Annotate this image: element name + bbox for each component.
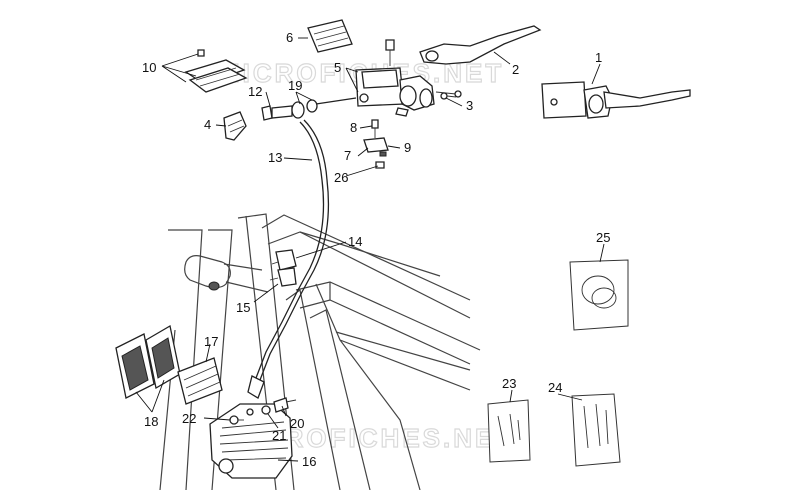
part-label-8: 8 [350,120,357,135]
part-label-17: 17 [204,334,218,349]
part-label-25: 25 [596,230,610,245]
brake-lever [419,25,542,65]
brake-hose [247,119,330,399]
part-label-26: 26 [334,170,348,185]
part-label-7: 7 [344,148,351,163]
master-cylinder-assembly [541,81,691,119]
hose-clip [269,249,297,287]
part-label-19: 19 [288,78,302,93]
brake-light-switch [223,111,247,141]
reservoir-cover [307,19,353,53]
part-label-10: 10 [142,60,156,75]
part-label-15: 15 [236,300,250,315]
kit-bag-23 [487,399,531,463]
diaphragm-gasket [184,49,248,93]
banjo-bolt [261,97,357,121]
part-label-24: 24 [548,380,562,395]
small-switch-parts [363,119,389,169]
part-label-22: 22 [182,411,196,426]
part-label-23: 23 [502,376,516,391]
part-label-9: 9 [404,140,411,155]
part-numbers: 1 2 3 4 5 6 7 8 9 10 12 13 14 15 16 17 1… [142,30,610,469]
part-label-4: 4 [204,117,211,132]
part-label-21: 21 [272,428,286,443]
frame [159,213,481,490]
master-cylinder [355,39,462,111]
part-label-5: 5 [334,60,341,75]
bleed-screws [229,397,297,425]
part-label-18: 18 [144,414,158,429]
part-label-6: 6 [286,30,293,45]
kit-bag-24 [571,393,621,467]
part-label-20: 20 [290,416,304,431]
screws-3 [395,92,457,117]
part-label-16: 16 [302,454,316,469]
part-label-2: 2 [512,62,519,77]
kit-bag-25 [569,259,629,331]
part-label-14: 14 [348,234,362,249]
part-label-12: 12 [248,84,262,99]
part-label-13: 13 [268,150,282,165]
leader-lines [135,37,605,462]
pad-spring [177,357,223,405]
brake-pads [115,324,181,399]
part-label-3: 3 [466,98,473,113]
part-label-1: 1 [595,50,602,65]
